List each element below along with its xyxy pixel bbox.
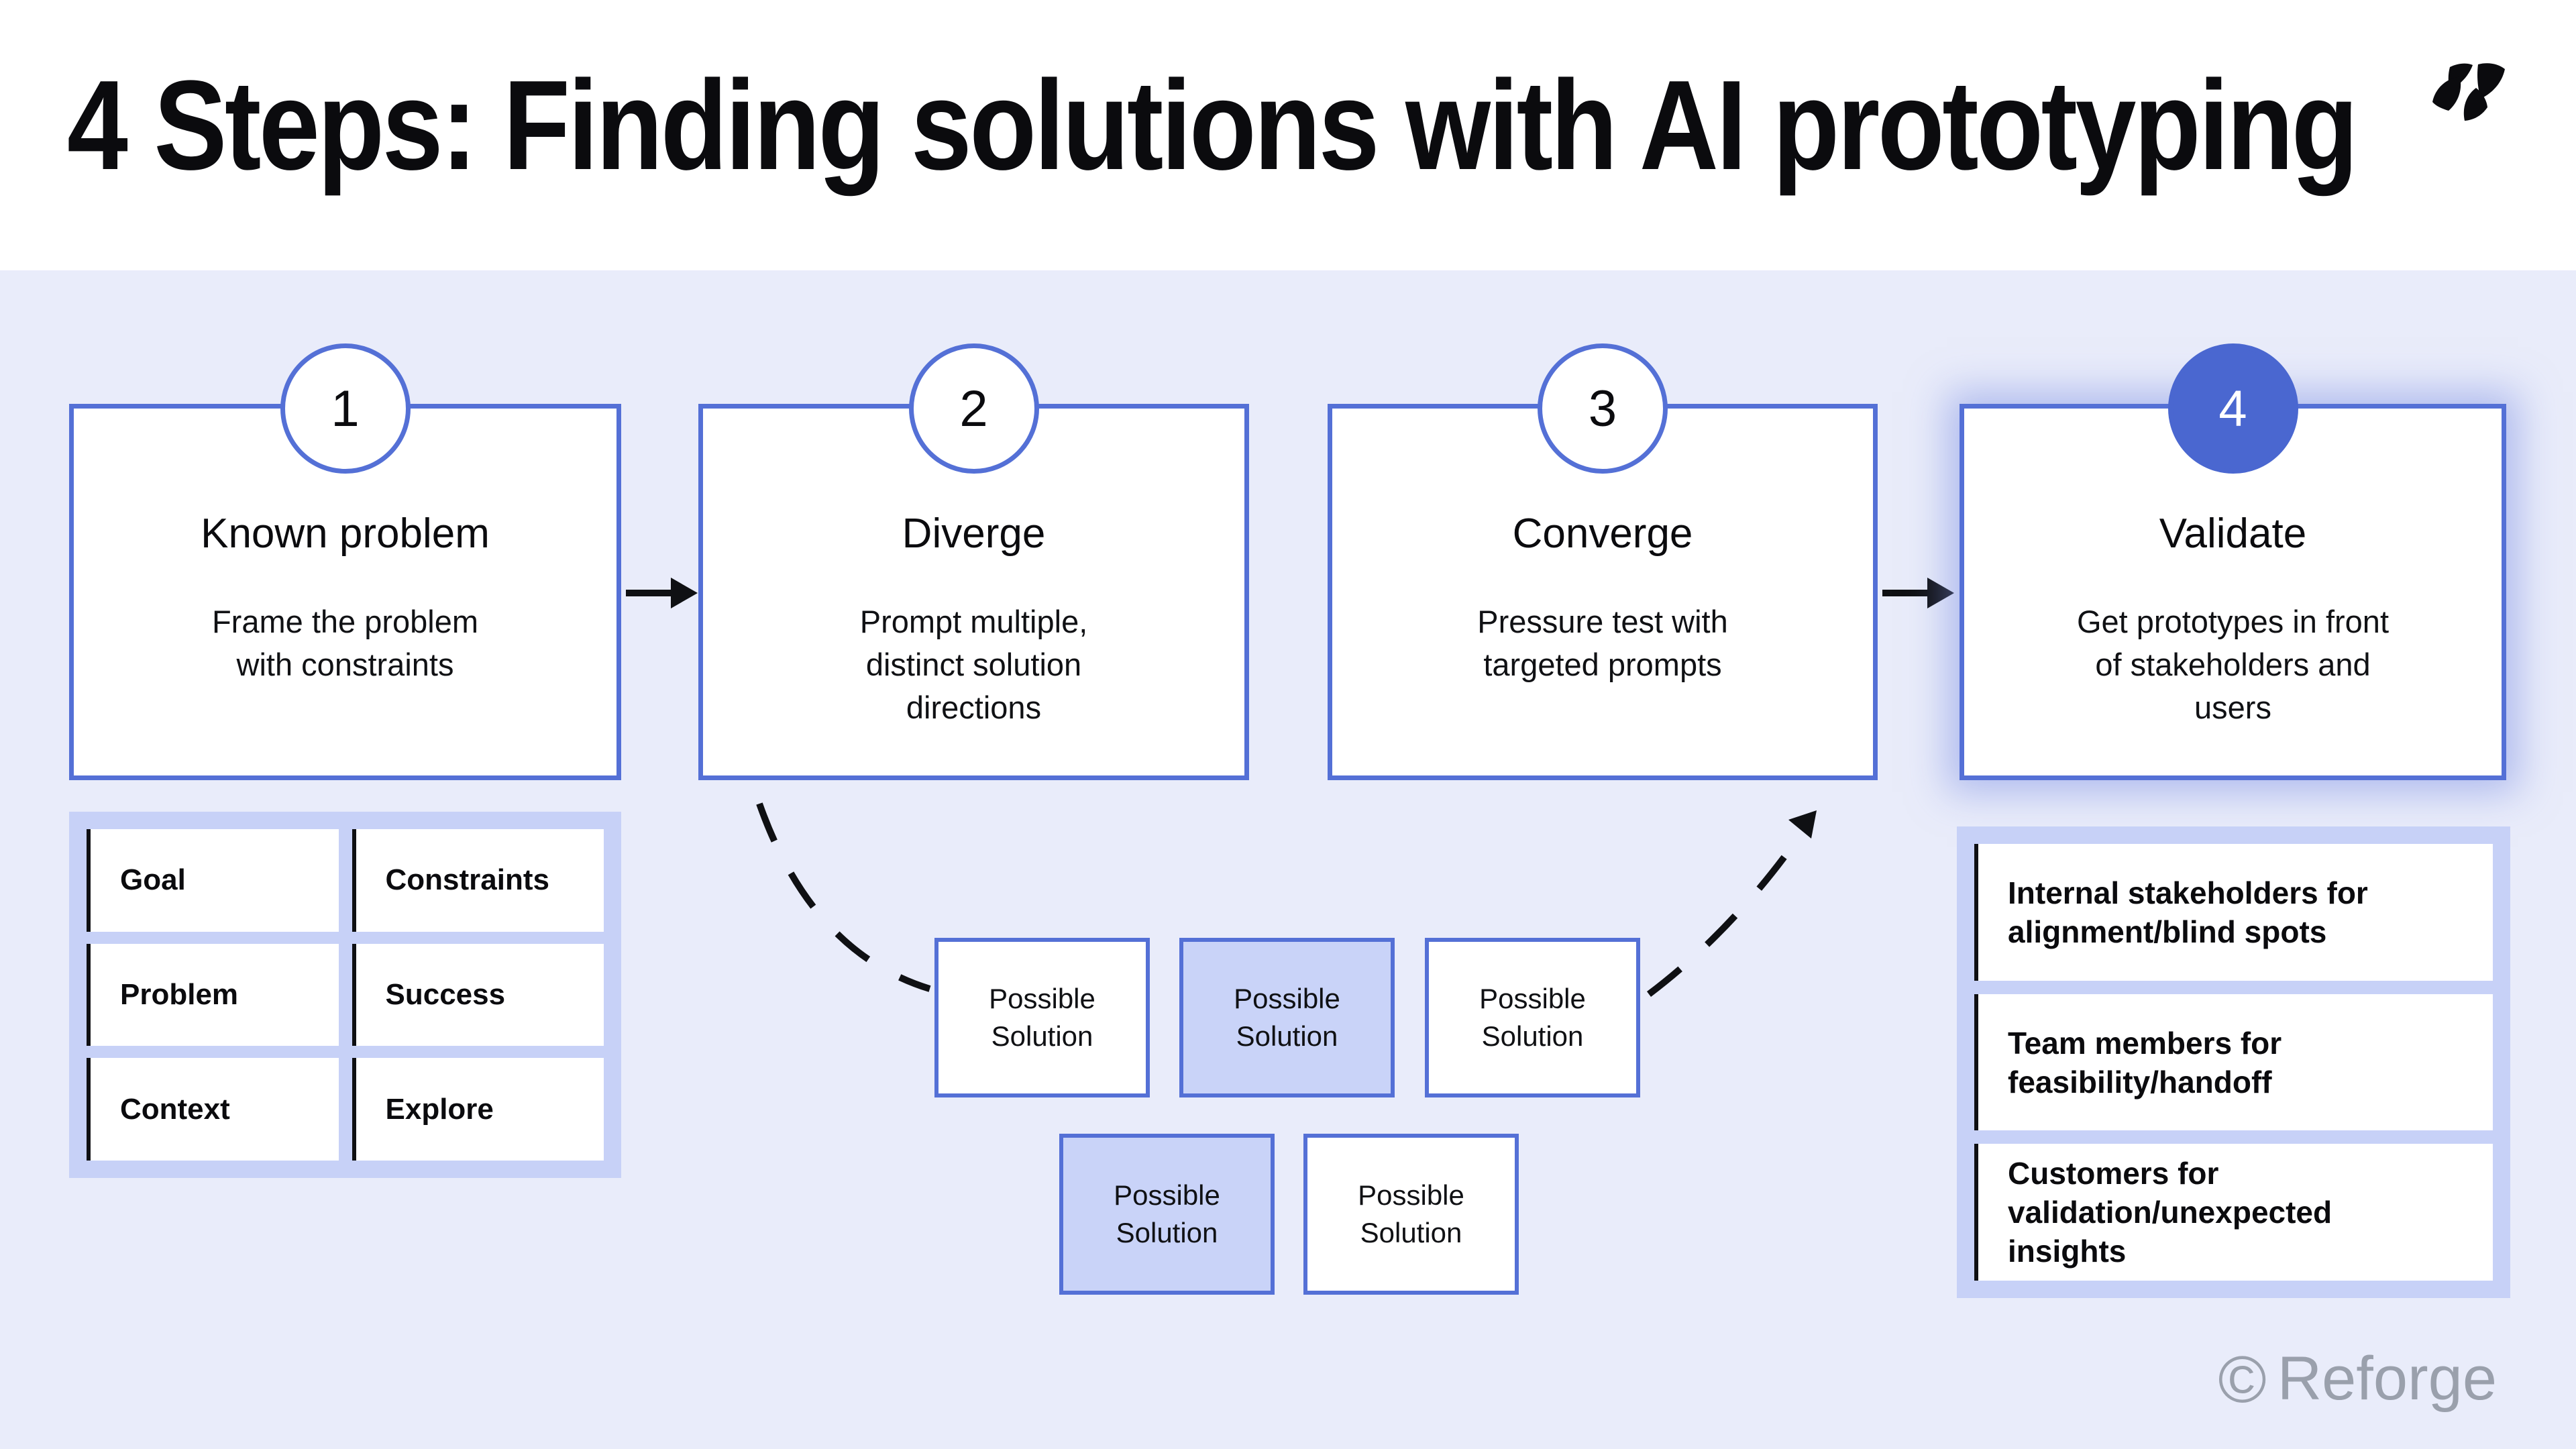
grid-cell-goal: Goal (87, 829, 339, 932)
brand-name: Reforge (2277, 1344, 2497, 1413)
step-number: 1 (331, 380, 360, 437)
possible-solution-box: Possible Solution (934, 938, 1150, 1097)
step-number-badge: 2 (908, 343, 1039, 474)
reforge-logo-icon (2432, 63, 2505, 121)
possible-solution-label: Possible Solution (1234, 983, 1340, 1052)
copyright: © Reforge (2218, 1344, 2497, 1414)
grid-cell-problem: Problem (87, 943, 339, 1046)
converge-arrowhead (1788, 810, 1817, 839)
possible-solution-box: Possible Solution (1425, 938, 1640, 1097)
possible-solution-box: Possible Solution (1303, 1134, 1519, 1295)
dashed-curve-diverge (756, 802, 931, 992)
dashed-curve-converge (1646, 837, 1801, 997)
possible-solution-label: Possible Solution (1358, 1179, 1464, 1248)
possible-solution-box-highlighted: Possible Solution (1059, 1134, 1275, 1295)
possible-solution-label: Possible Solution (1479, 983, 1586, 1052)
validate-card-customers: Customers for validation/unexpected insi… (1974, 1144, 2493, 1281)
diagram-area: 1 Known problem Frame the problem with c… (0, 270, 2576, 1449)
possible-solution-label: Possible Solution (989, 983, 1095, 1052)
header: 4 Steps: Finding solutions with AI proto… (0, 0, 2576, 270)
step-box-validate: 4 Validate Get prototypes in front of st… (1960, 343, 2506, 780)
possible-solution-label: Possible Solution (1114, 1179, 1220, 1248)
validate-card-text: Internal stakeholders for alignment/blin… (2008, 875, 2368, 949)
copyright-icon: © (2218, 1342, 2267, 1416)
step-title: Validate (2159, 511, 2307, 557)
step-number: 2 (959, 380, 988, 437)
grid-cell-constraints: Constraints (352, 829, 604, 932)
validate-card-internal-stakeholders: Internal stakeholders for alignment/blin… (1974, 844, 2493, 981)
step-box-converge: 3 Converge Pressure test with targeted p… (1328, 343, 1878, 780)
step-description: Prompt multiple, distinct solution direc… (859, 604, 1088, 725)
validate-audience-panel: Internal stakeholders for alignment/blin… (1957, 826, 2510, 1298)
step-number: 3 (1588, 380, 1617, 437)
validate-card-text: Team members for feasibility/handoff (2008, 1025, 2282, 1099)
validate-card-team-members: Team members for feasibility/handoff (1974, 994, 2493, 1131)
page-title: 4 Steps: Finding solutions with AI proto… (67, 54, 2359, 197)
grid-cell-success: Success (352, 943, 604, 1046)
step-title: Converge (1512, 511, 1693, 557)
step-number-badge-highlighted: 4 (2167, 343, 2298, 474)
step-title: Diverge (902, 511, 1046, 557)
step-description: Pressure test with targeted prompts (1477, 604, 1728, 682)
step-box-known-problem: 1 Known problem Frame the problem with c… (69, 343, 621, 780)
step-number: 4 (2218, 380, 2247, 437)
grid-cell-explore: Explore (352, 1058, 604, 1161)
step-number-badge: 1 (280, 343, 411, 474)
step-description: Frame the problem with constraints (211, 604, 479, 682)
step-description: Get prototypes in front of stakeholders … (2076, 604, 2390, 725)
validate-card-text: Customers for validation/unexpected insi… (2008, 1156, 2332, 1269)
problem-framing-panel: Goal Constraints Problem Success Context… (69, 812, 621, 1178)
step-box-diverge: 2 Diverge Prompt multiple, distinct solu… (698, 343, 1249, 780)
grid-cell-context: Context (87, 1058, 339, 1161)
step-title: Known problem (201, 511, 490, 557)
arrow-step1-step2 (626, 578, 698, 608)
arrow-step3-step4 (1882, 578, 1954, 608)
step-number-badge: 3 (1538, 343, 1668, 474)
possible-solution-box-highlighted: Possible Solution (1179, 938, 1395, 1097)
